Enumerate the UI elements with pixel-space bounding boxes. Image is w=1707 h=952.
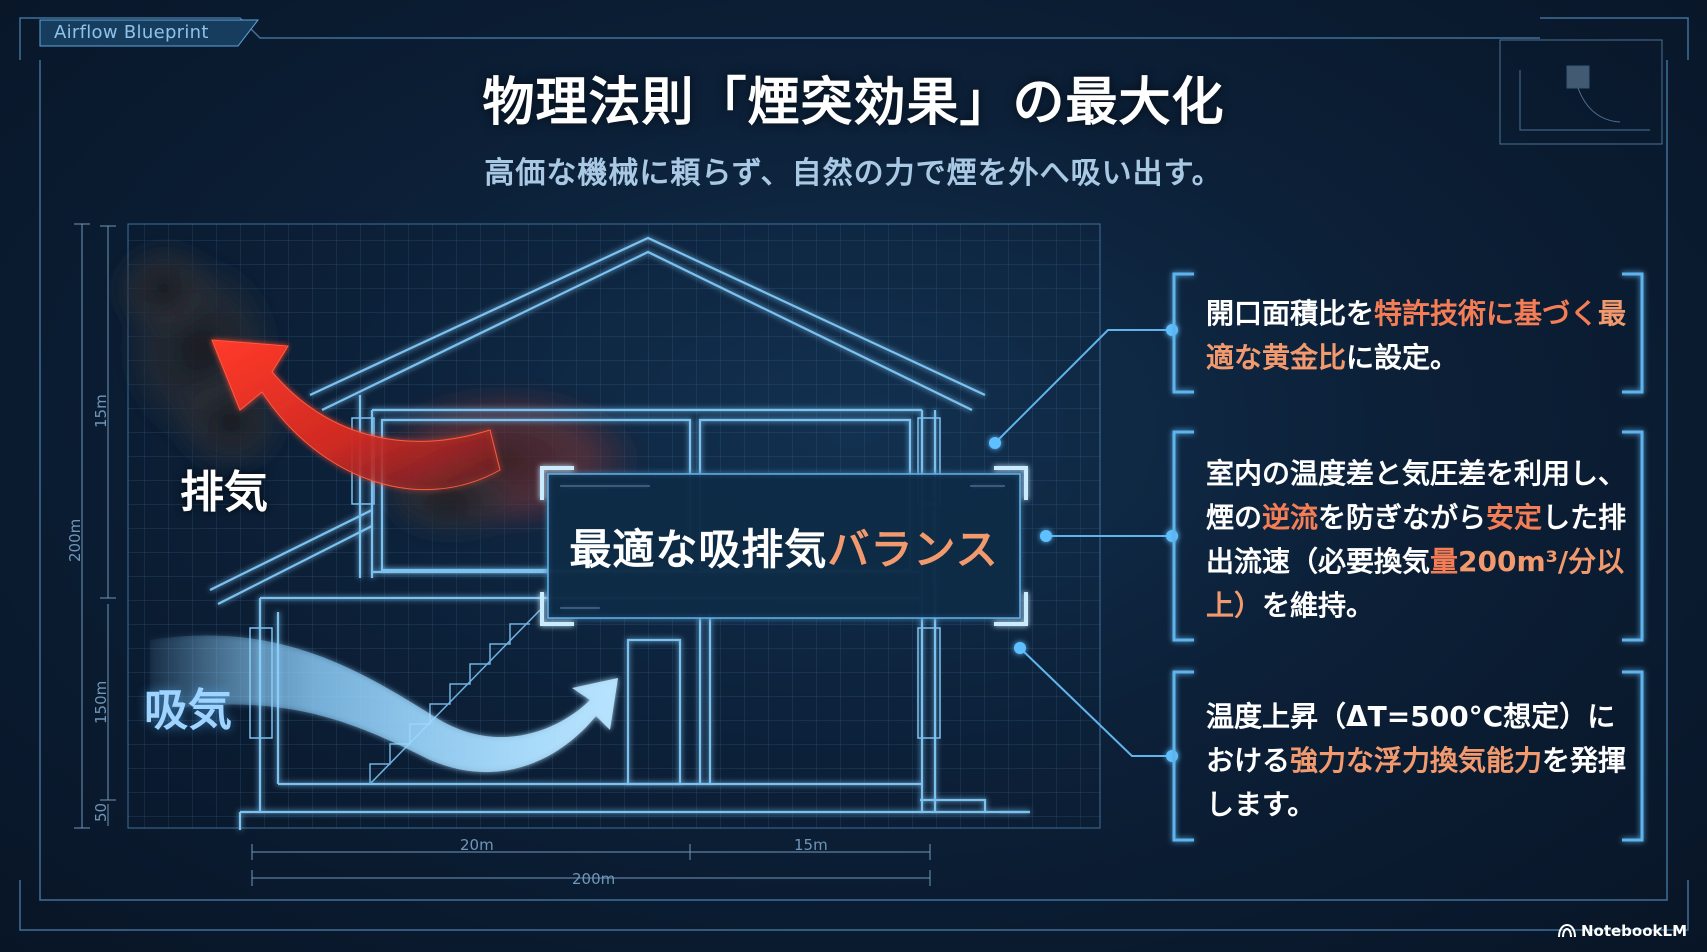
note-2-highlight-c: 量 [1430, 545, 1459, 578]
brand-name: NotebookLM [1580, 922, 1687, 940]
header-tab-label: Airflow Blueprint [54, 22, 209, 43]
dimension-lines [74, 223, 931, 886]
header-tab-shape [39, 19, 260, 47]
note-pressure-difference: 室内の温度差と気圧差を利用し、煙の逆流を防ぎながら安定した排出流速（必要換気量2… [1206, 452, 1636, 628]
note-1-highlight-b: 最適な黄金比 [1206, 297, 1627, 374]
exhaust-label: 排気 [180, 467, 268, 518]
page-title: 物理法則「煙突効果」の最大化 [482, 73, 1225, 133]
staircase [369, 609, 541, 785]
dim-height-upper: 15m [92, 394, 110, 428]
note-2-text-b: を防ぎながら [1318, 501, 1487, 534]
center-box-text-highlight: バランス [827, 524, 999, 574]
note-2-highlight-d: 200m³/分以上） [1206, 545, 1625, 622]
note-3-text-b: おける [1206, 744, 1291, 777]
note-3-text: 温度上昇（ΔT=500°C想定）に [1206, 700, 1616, 733]
dim-width-total: 200m [572, 870, 616, 888]
note-2-text: 室内の温度差と気圧差を利用し、煙の [1206, 457, 1627, 534]
brand-watermark: NotebookLM [1557, 922, 1687, 940]
dim-width-left: 20m [460, 836, 494, 854]
note-buoyancy: 温度上昇（ΔT=500°C想定）における強力な浮力換気能力を発揮します。 [1206, 695, 1636, 827]
center-box-label: 最適な吸排気バランス [542, 468, 1026, 624]
center-box-frame [540, 466, 1028, 626]
note-2-text-c: した排出流速（必要換気 [1206, 501, 1627, 578]
note-1-text-end: に設定。 [1346, 341, 1459, 374]
page-subtitle: 高価な機械に頼らず、自然の力で煙を外へ吸い出す。 [484, 156, 1223, 191]
note-3-highlight: 強力な浮力換気能力 [1290, 744, 1543, 777]
dim-width-right: 15m [794, 836, 828, 854]
note-2-highlight-b: 安定 [1486, 501, 1543, 534]
note-2-text-end: を維持。 [1262, 589, 1375, 622]
note-opening-ratio: 開口面積比を特許技術に基づく最適な黄金比に設定。 [1206, 292, 1636, 380]
note-1-text: 開口面積比を [1206, 297, 1375, 330]
note-brackets [1172, 272, 1644, 842]
notebooklm-logo-icon [1557, 924, 1576, 938]
dim-height-base: 50 [92, 802, 110, 822]
intake-label: 吸気 [144, 685, 232, 736]
slide-frame [19, 17, 1689, 931]
intake-arrow [150, 635, 618, 773]
dim-height-lower: 150m [92, 680, 110, 724]
exhaust-arrow [211, 339, 501, 491]
top-right-minimap [1499, 39, 1663, 145]
note-2-highlight-a: 逆流 [1262, 501, 1319, 534]
note-1-highlight-a: 特許技術に基づく [1374, 297, 1599, 330]
center-box-text-main: 最適な吸排気 [569, 524, 828, 574]
connector-lines [994, 329, 1172, 757]
dim-height-total: 200m [66, 518, 84, 562]
note-3-text-end: を発揮します。 [1206, 744, 1627, 821]
